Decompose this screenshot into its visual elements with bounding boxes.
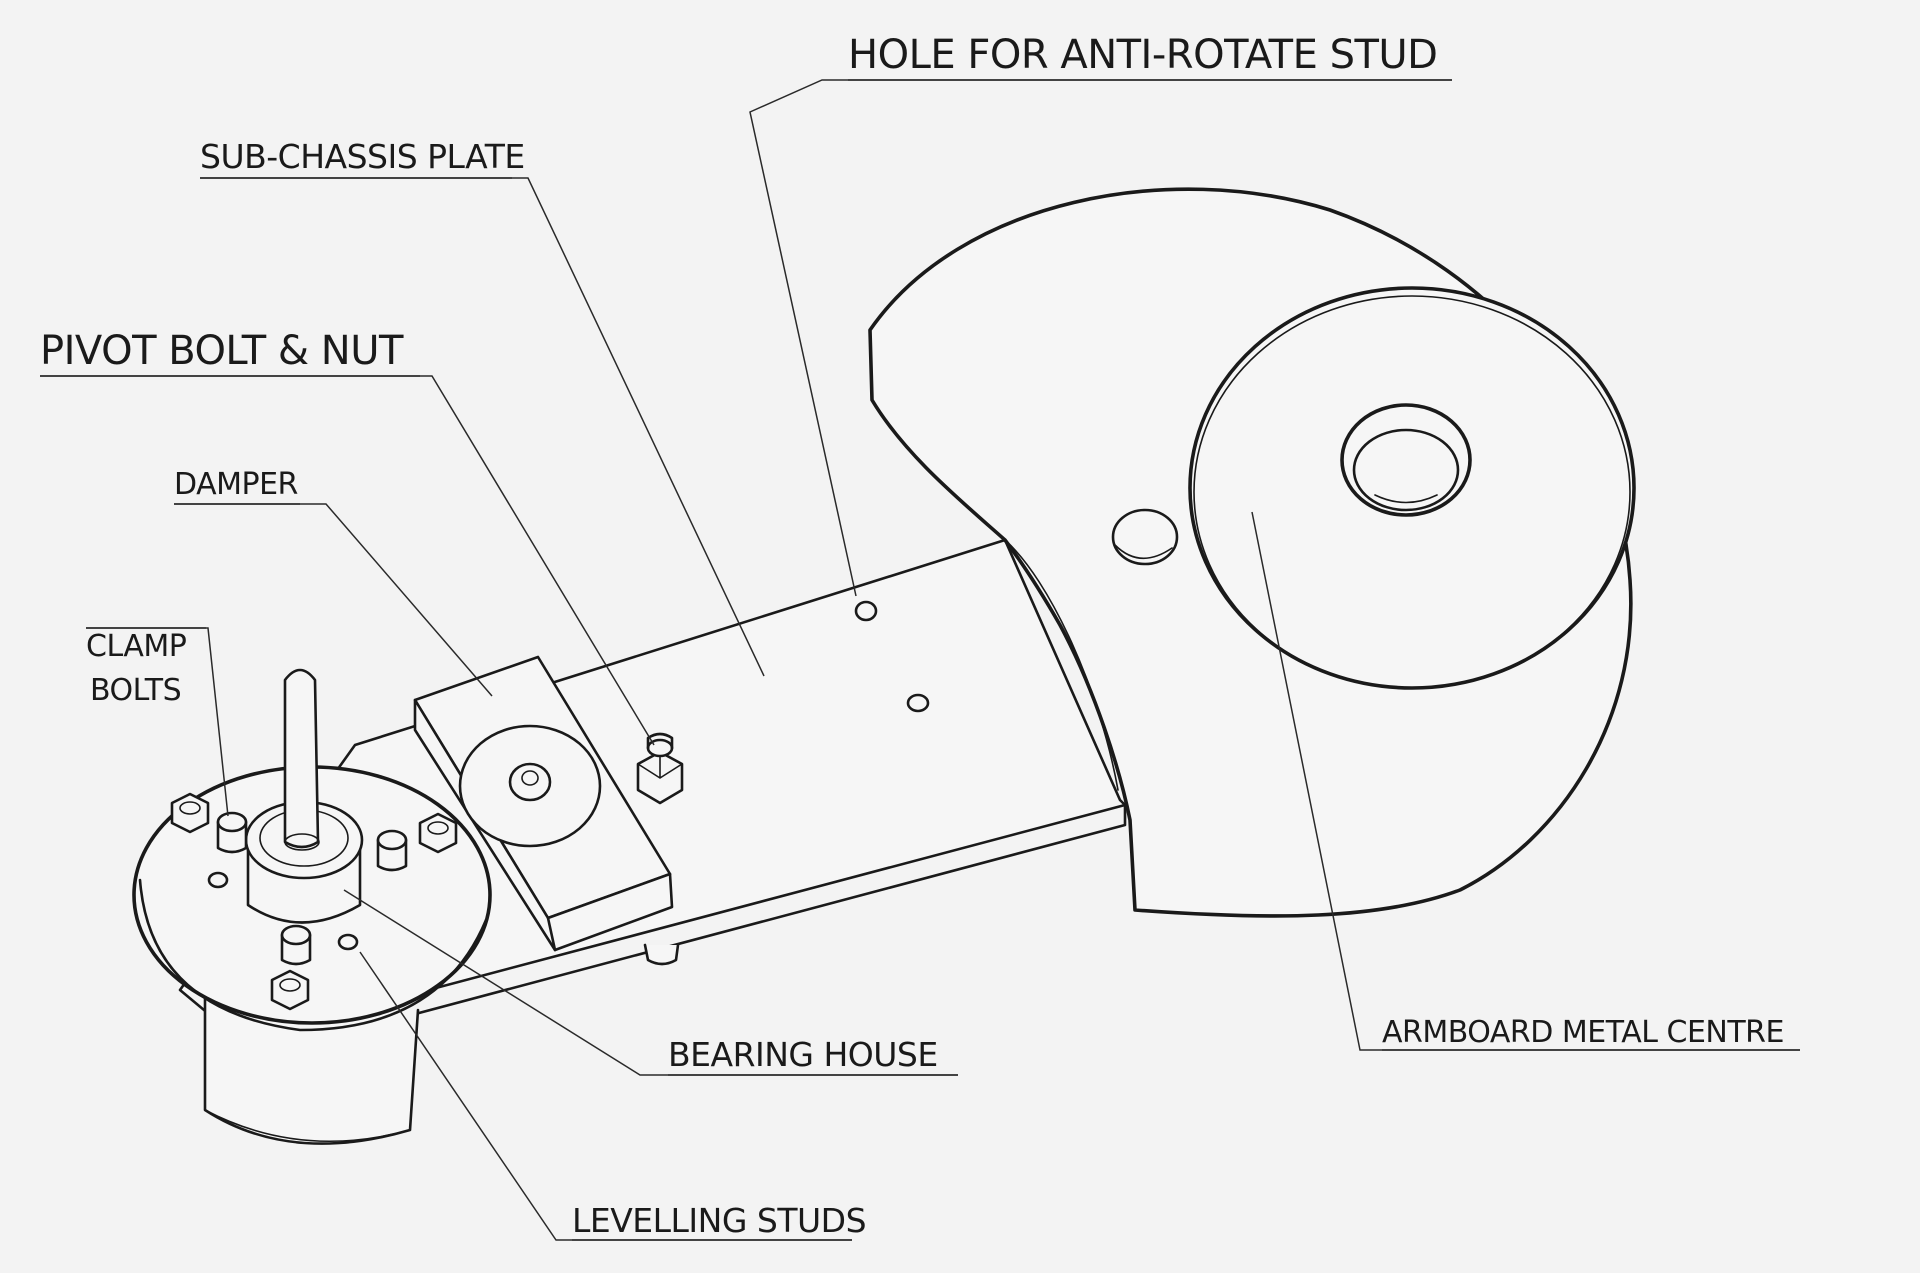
label-pivot-bolt-nut: PIVOT BOLT & NUT [40,328,420,377]
label-levelling-studs: LEVELLING STUDS [572,1201,867,1241]
svg-text:ARMBOARD METAL CENTRE: ARMBOARD METAL CENTRE [1382,1015,1784,1050]
armboard-metal-centre [1188,286,1636,690]
pivot-bolt-nut [636,732,684,805]
label-damper: DAMPER [174,467,300,505]
label-sub-chassis-plate: SUB-CHASSIS PLATE [200,137,525,179]
anti-rotate-stud [1111,508,1179,566]
label-bearing-house: BEARING HOUSE [668,1035,958,1076]
leader-lines [206,79,1382,1241]
svg-text:SUB-CHASSIS PLATE: SUB-CHASSIS PLATE [200,137,525,176]
svg-text:PIVOT BOLT & NUT: PIVOT BOLT & NUT [40,328,404,374]
svg-text:DAMPER: DAMPER [174,467,298,502]
svg-text:LEVELLING STUDS: LEVELLING STUDS [572,1201,866,1240]
anti-rotate-hole [854,600,878,622]
label-hole-for-anti-rotate-stud: HOLE FOR ANTI-ROTATE STUD [848,32,1452,81]
damper [413,655,674,952]
svg-text:CLAMP: CLAMP [86,629,187,664]
label-armboard-metal-centre: ARMBOARD METAL CENTRE [1382,1015,1800,1051]
clamp-bolts [170,792,458,1011]
svg-text:HOLE FOR ANTI-ROTATE STUD: HOLE FOR ANTI-ROTATE STUD [848,32,1437,78]
label-clamp-bolts: CLAMP BOLTS [86,627,206,708]
svg-text:BOLTS: BOLTS [90,673,181,708]
levelling-studs [207,811,408,966]
plate-hole [906,693,930,713]
svg-text:BEARING HOUSE: BEARING HOUSE [668,1035,938,1074]
centre-hole [1340,403,1472,517]
